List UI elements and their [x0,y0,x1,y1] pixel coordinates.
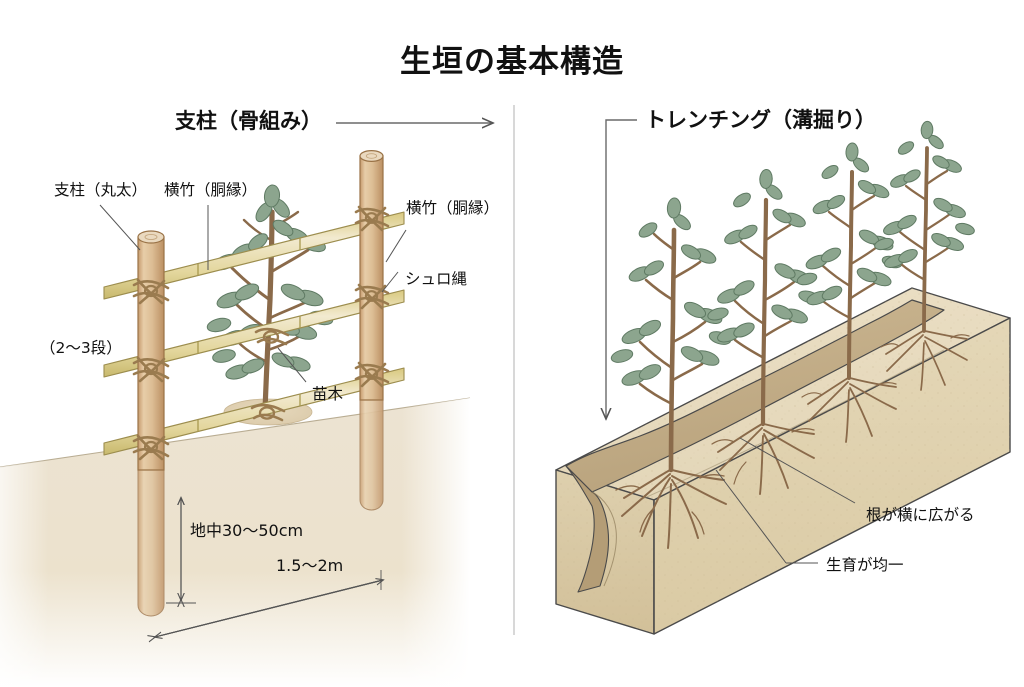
rope-knot [354,361,390,388]
bamboo-rail-tier-1 [103,211,405,300]
ground-plane [0,397,471,687]
label-sapling: 苗木 [312,385,344,403]
post-left [137,230,165,471]
rope-knot [354,205,390,232]
dimension-spacing: 1.5〜2m [276,556,344,575]
section-heading-right: トレンチング（溝掘り） [645,108,876,132]
label-uniform-growth: 生育が均一 [826,556,904,574]
rope-knot [132,434,170,461]
rope-knot [132,278,170,305]
trench-soil-block [555,287,1011,635]
root-system [615,469,727,549]
root-system [880,330,970,391]
rope-knot [132,356,170,383]
root-system [801,377,897,443]
post-right [359,150,384,401]
buried-posts [137,399,384,617]
bamboo-rail-tier-2 [103,289,405,378]
bamboo-rail-tier-3 [103,367,405,456]
label-roots-spread: 根が横に広がる [866,506,975,524]
right-heading-leader [606,119,637,418]
label-rope: シュロ縄 [405,270,468,288]
label-tiers: （2〜3段） [40,339,122,357]
dimension-depth: 地中30〜50cm [190,521,304,540]
rope-lashings [132,205,390,461]
root-system [711,423,815,495]
label-post: 支柱（丸太） [54,181,148,199]
trench-saplings [610,120,975,549]
trench-sapling [874,120,975,391]
left-leader-lines [99,204,407,383]
bamboo-rails [103,211,405,456]
dimension-arrows [155,498,383,637]
right-leader-lines [715,437,856,564]
rope-knot [354,283,390,310]
label-rail-right: 横竹（胴縁） [406,199,500,217]
rope-knot-sapling [254,327,290,346]
trench-sapling [610,197,732,549]
rope-knot-sapling [250,403,286,422]
page-title: 生垣の基本構造 [400,44,624,80]
label-rail-left: 横竹（胴縁） [164,181,258,199]
section-heading-left: 支柱（骨組み） [175,109,322,133]
